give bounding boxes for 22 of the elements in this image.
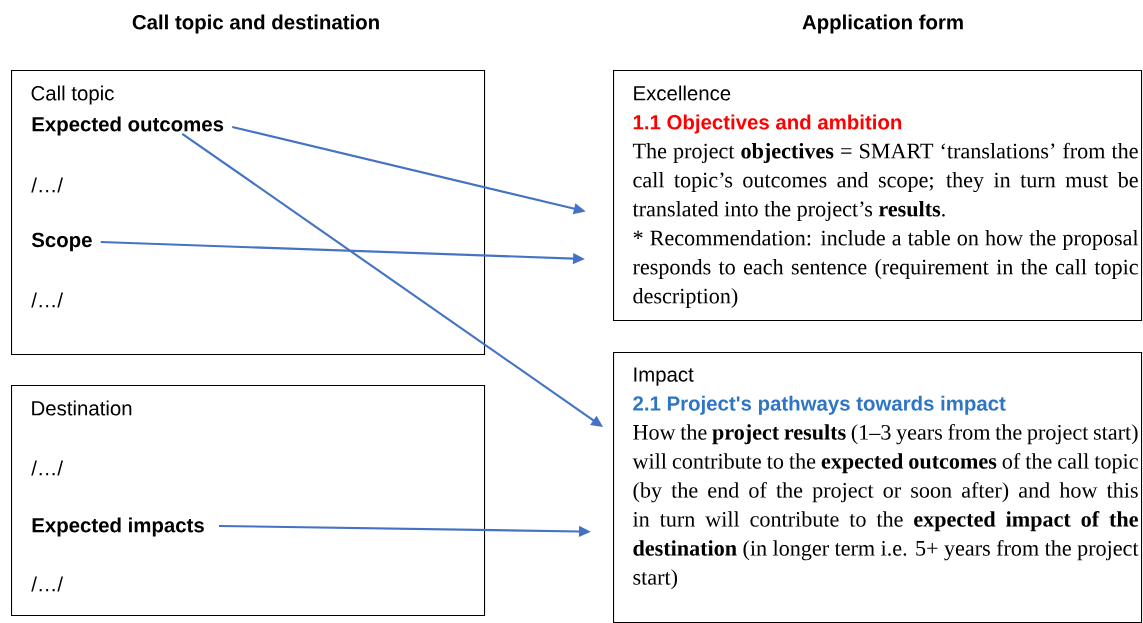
ellipsis-text: /…/ <box>31 177 63 193</box>
text-box <box>613 352 1143 623</box>
paragraph: * Recommendation: include a table on how the proposal responds to each sentence (requirement in the call topic description) <box>633 229 1139 308</box>
ellipsis-text: /…/ <box>31 460 63 476</box>
paragraph: How the project results (1–3 years from the project start) will contribute to the expected outcomes of the call topic (by the end of the project or soon after) and how this in turn will contribute to the expected impact of the destination (in longer term i.e. 5+ years from the project start) <box>632 424 1139 590</box>
text-box <box>11 385 486 617</box>
column-heading: Call topic and destination <box>132 14 379 34</box>
section-heading: 1.1 Objectives and ambition <box>633 114 902 134</box>
box-title: Excellence <box>634 85 731 101</box>
ellipsis-text: /…/ <box>31 292 63 308</box>
bold-term: Expected outcomes <box>32 116 224 136</box>
bold-term: Scope <box>31 232 92 252</box>
section-heading: 2.1 Project's pathways towards impact <box>633 395 1006 415</box>
box-title: Destination <box>32 400 132 416</box>
column-heading: Application form <box>802 14 963 34</box>
ellipsis-text: /…/ <box>31 576 63 592</box>
text-box <box>11 70 486 356</box>
bold-term: Expected impacts <box>32 517 204 537</box>
paragraph: The project objectives = SMART ‘translations’ from the call topic’s outcomes and scope; they in turn must be translated into the project’s results. <box>632 142 1138 221</box>
text-box <box>613 70 1143 322</box>
box-title: Call topic <box>31 85 114 105</box>
box-title: Impact <box>634 367 694 386</box>
